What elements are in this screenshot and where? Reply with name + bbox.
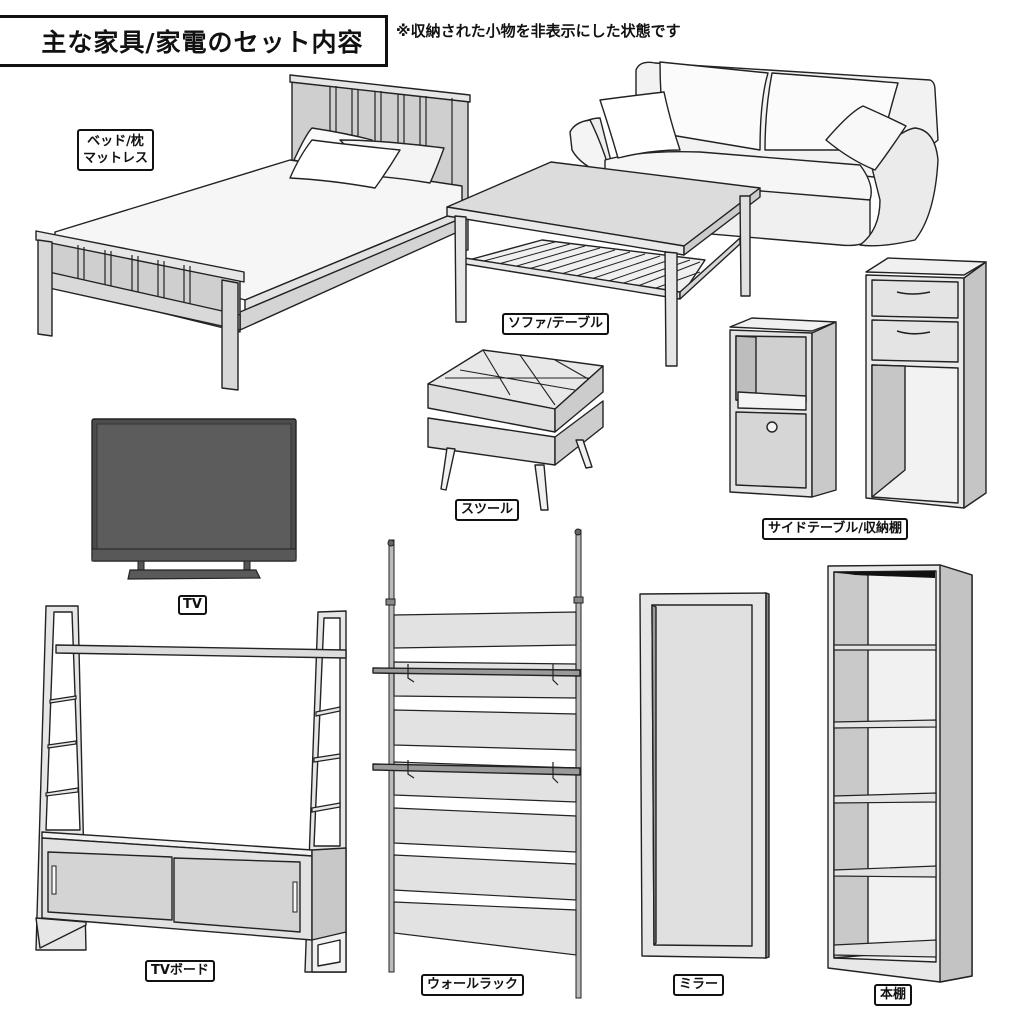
stool-illustration	[427, 349, 604, 511]
label-bed-line2: マットレス	[83, 151, 149, 166]
bookshelf-illustration	[827, 564, 973, 983]
label-tv: TV	[178, 595, 207, 615]
storage-rack-illustration	[865, 257, 987, 509]
tv-illustration	[91, 418, 297, 580]
side-table-illustration	[729, 317, 837, 498]
wall-rack-illustration	[372, 528, 584, 999]
label-sofa-table: ソファ/テーブル	[502, 313, 609, 335]
tv-board-illustration	[35, 605, 347, 973]
coffee-table-illustration	[446, 161, 761, 367]
label-side-table: サイドテーブル/収納棚	[762, 518, 908, 540]
mirror-illustration	[639, 592, 770, 959]
label-bed-line1: ベッド/枕	[87, 134, 144, 149]
hidden-items-note: ※収納された小物を非表示にした状態です	[396, 22, 681, 40]
label-mirror: ミラー	[673, 974, 725, 996]
page-title-box: 主な家具/家電のセット内容	[0, 15, 388, 67]
label-bookshelf: 本棚	[874, 984, 913, 1006]
label-stool: スツール	[455, 499, 520, 521]
bed-illustration	[35, 74, 471, 391]
label-tv-board: TVボード	[145, 960, 215, 982]
page-title: 主な家具/家電のセット内容	[41, 28, 364, 57]
label-wall-rack: ウォールラック	[421, 974, 525, 996]
label-bed: ベッド/枕 マットレス	[77, 129, 155, 171]
